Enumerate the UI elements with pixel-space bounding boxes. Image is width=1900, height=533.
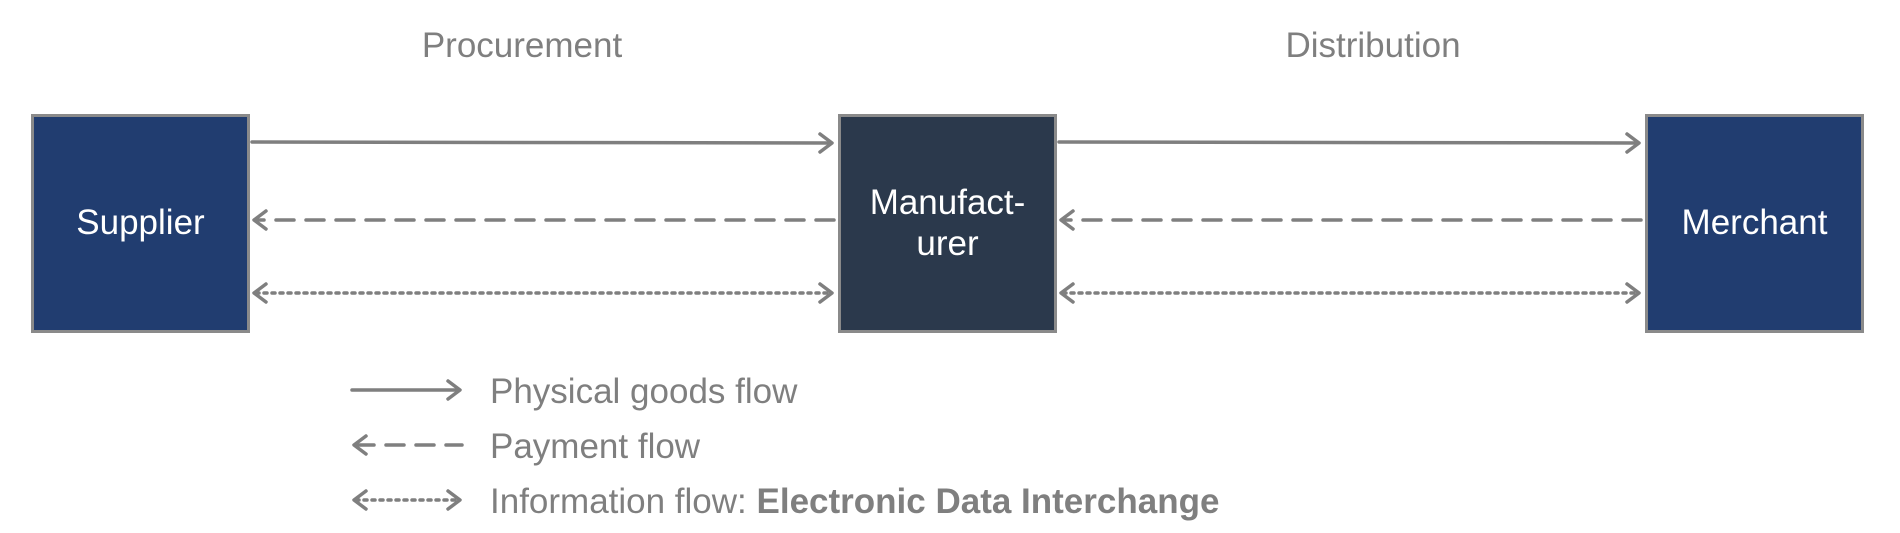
information-flow-supplier-manufacturer xyxy=(252,282,834,304)
physical-flow-manufacturer-to-merchant xyxy=(1057,132,1641,154)
legend-information-emphasis: Electronic Data Interchange xyxy=(756,482,1220,521)
legend-dotted-double-arrow-icon xyxy=(352,489,462,511)
distribution-label: Distribution xyxy=(1285,26,1461,65)
information-flow-manufacturer-merchant xyxy=(1059,282,1641,304)
legend-dashed-arrow-icon xyxy=(352,434,464,456)
legend-payment: Payment flow xyxy=(490,427,701,466)
procurement-label: Procurement xyxy=(421,26,623,65)
supplier-node: Supplier xyxy=(31,114,250,333)
merchant-node: Merchant xyxy=(1645,114,1864,333)
legend-physical-goods: Physical goods flow xyxy=(490,372,798,411)
manufacturer-label-line1: Manufact- xyxy=(869,183,1026,223)
payment-flow-manufacturer-to-supplier xyxy=(252,209,836,231)
legend-information: Information flow: Electronic Data Interc… xyxy=(490,484,1219,519)
merchant-label: Merchant xyxy=(1681,203,1828,243)
legend-information-prefix: Information flow: xyxy=(490,482,757,521)
manufacturer-node: Manufact- urer xyxy=(838,114,1057,333)
physical-flow-supplier-to-manufacturer xyxy=(250,132,834,154)
legend-solid-arrow-icon xyxy=(350,379,462,401)
payment-flow-merchant-to-manufacturer xyxy=(1059,209,1643,231)
supplier-label: Supplier xyxy=(76,203,205,243)
manufacturer-label-line2: urer xyxy=(916,223,979,263)
